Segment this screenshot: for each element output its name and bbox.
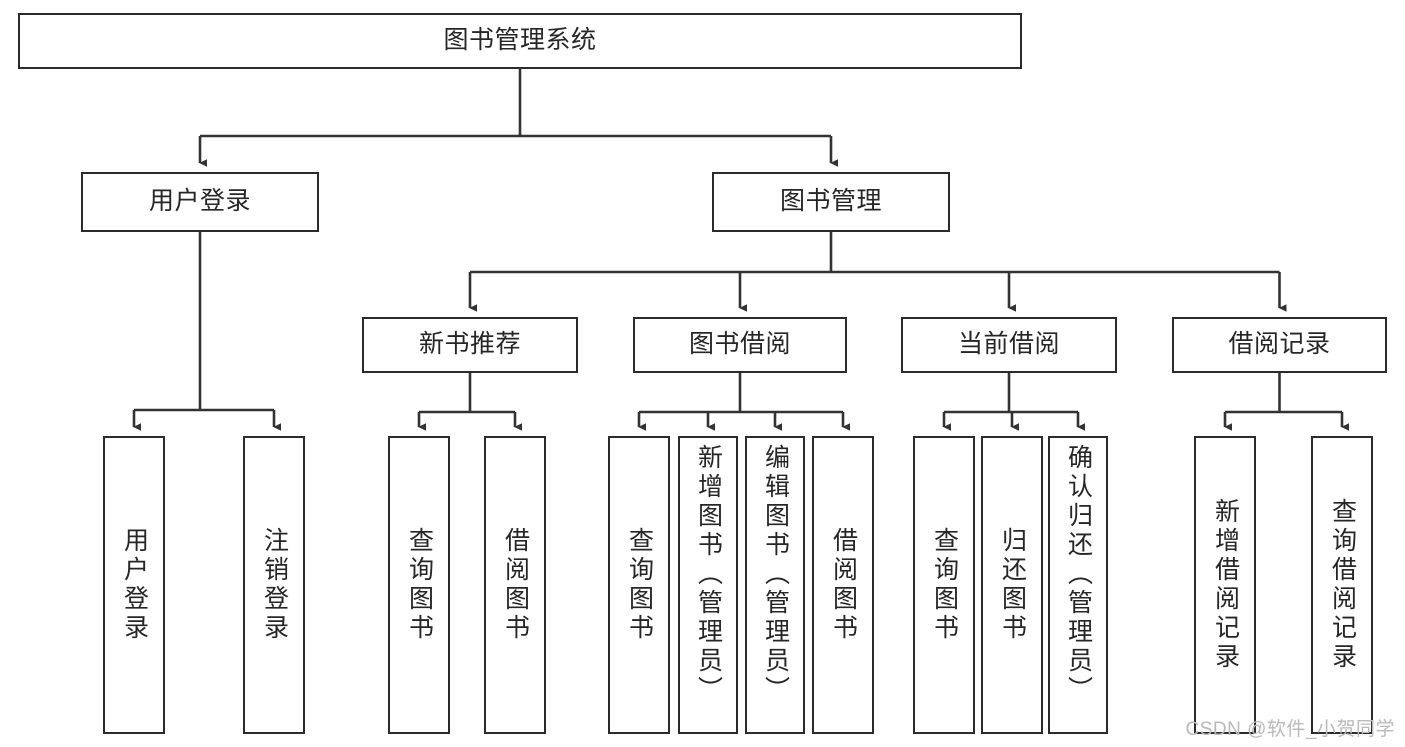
node-leaf-return-book[interactable]: 归还图书 bbox=[981, 436, 1043, 734]
node-label: 用户登录 bbox=[120, 527, 149, 643]
node-label: 新增图书（管理员） bbox=[694, 444, 723, 705]
node-current-borrow[interactable]: 当前借阅 bbox=[901, 317, 1117, 373]
node-label: 当前借阅 bbox=[957, 330, 1060, 359]
node-label: 新增借阅记录 bbox=[1211, 498, 1240, 672]
node-label: 查询图书 bbox=[405, 527, 434, 643]
node-label: 图书管理 bbox=[779, 187, 882, 216]
node-leaf-user-login[interactable]: 用户登录 bbox=[103, 436, 165, 734]
node-label: 查询图书 bbox=[625, 527, 654, 643]
node-leaf-borrow-book[interactable]: 借阅图书 bbox=[812, 436, 874, 734]
node-book-management[interactable]: 图书管理 bbox=[712, 172, 950, 232]
node-label: 图书借阅 bbox=[688, 330, 791, 359]
node-leaf-logout-login[interactable]: 注销登录 bbox=[243, 436, 305, 734]
node-label: 查询借阅记录 bbox=[1328, 498, 1357, 672]
node-label: 编辑图书（管理员） bbox=[761, 444, 790, 705]
node-label: 确认归还（管理员） bbox=[1064, 444, 1093, 705]
node-borrow-record[interactable]: 借阅记录 bbox=[1172, 317, 1387, 373]
node-leaf-add-book-admin[interactable]: 新增图书（管理员） bbox=[678, 436, 738, 734]
node-new-book-recommend[interactable]: 新书推荐 bbox=[362, 317, 578, 373]
node-label: 借阅图书 bbox=[501, 527, 530, 643]
node-root[interactable]: 图书管理系统 bbox=[18, 13, 1022, 69]
node-label: 注销登录 bbox=[260, 527, 289, 643]
node-label: 用户登录 bbox=[148, 187, 251, 216]
node-label: 借阅图书 bbox=[829, 527, 858, 643]
node-label: 借阅记录 bbox=[1228, 330, 1331, 359]
node-label: 查询图书 bbox=[930, 527, 959, 643]
node-leaf-confirm-return-admin[interactable]: 确认归还（管理员） bbox=[1048, 436, 1108, 734]
node-leaf-query-book-recommend[interactable]: 查询图书 bbox=[388, 436, 450, 734]
node-label: 新书推荐 bbox=[418, 330, 521, 359]
csdn-watermark: CSDN @软件_小贺同学 bbox=[1185, 719, 1395, 740]
node-leaf-borrow-book-recommend[interactable]: 借阅图书 bbox=[484, 436, 546, 734]
node-label: 图书管理系统 bbox=[443, 26, 597, 55]
node-leaf-add-borrow-record[interactable]: 新增借阅记录 bbox=[1194, 436, 1256, 734]
node-leaf-edit-book-admin[interactable]: 编辑图书（管理员） bbox=[745, 436, 805, 734]
node-leaf-query-book-borrow[interactable]: 查询图书 bbox=[608, 436, 670, 734]
node-leaf-query-borrow-record[interactable]: 查询借阅记录 bbox=[1311, 436, 1373, 734]
node-leaf-query-book-current[interactable]: 查询图书 bbox=[913, 436, 975, 734]
node-book-borrow[interactable]: 图书借阅 bbox=[633, 317, 847, 373]
node-label: 归还图书 bbox=[998, 527, 1027, 643]
node-user-login[interactable]: 用户登录 bbox=[81, 172, 319, 232]
